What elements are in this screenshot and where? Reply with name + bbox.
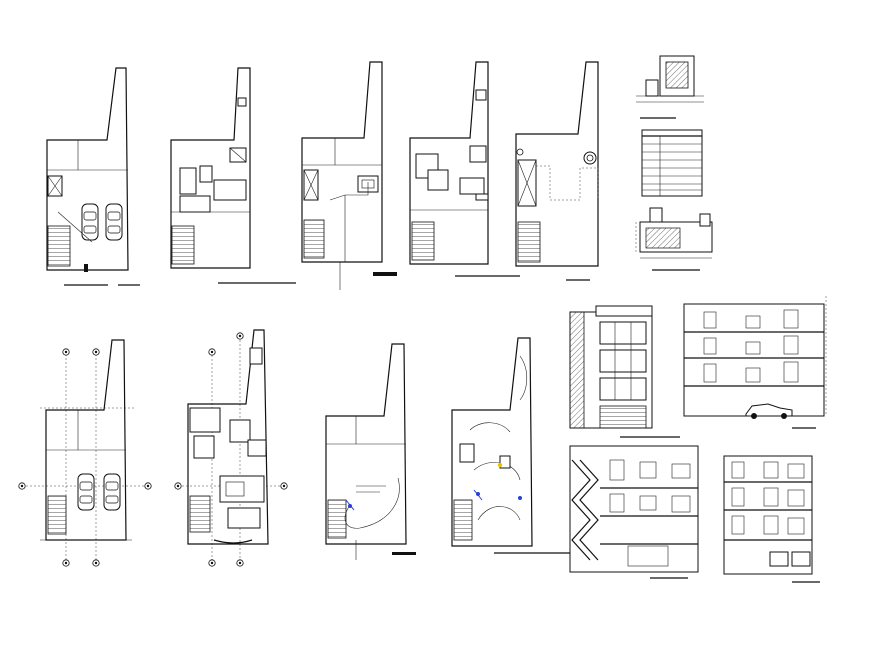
plan-roof-level [301,61,397,290]
plan-first-floor [170,67,296,284]
plan-furnished-floor [174,329,288,567]
detail-tank-section [636,55,704,119]
plan-electrical-floor [451,337,572,554]
section-cross-right [723,455,820,583]
detail-cistern-section [635,207,713,271]
section-longitudinal [683,296,827,429]
section-cross-stairs [569,445,699,579]
elevation-front [569,305,680,438]
plan-parking-with-axes [18,339,152,567]
detail-legend-table [641,129,703,197]
plan-second-floor [409,61,520,277]
plan-ground-floor-parking [46,67,140,286]
plan-installations [515,61,599,281]
plan-electrical-roof [325,343,416,560]
